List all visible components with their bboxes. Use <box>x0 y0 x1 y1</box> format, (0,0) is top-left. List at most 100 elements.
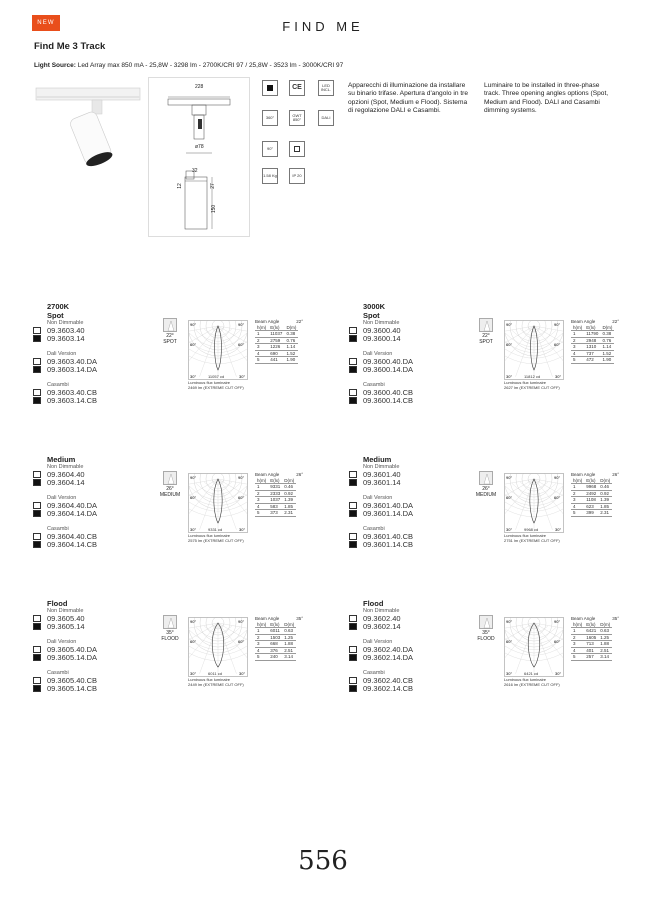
table-cell: 1.14 <box>284 343 299 351</box>
table-cell: 0.46 <box>598 483 613 491</box>
flux-label: Luminous flux luminaire <box>188 380 231 385</box>
section-name: Spot <box>363 311 380 320</box>
header-d: D(m) <box>600 324 615 331</box>
product-code: 09.3600.14.CB <box>363 396 414 406</box>
table-cell: 5 <box>571 509 585 517</box>
white-finish-swatch <box>33 501 41 509</box>
variant-label: Casambi <box>363 382 385 388</box>
cutoff-note: (EXTREME CUT OFF) <box>519 537 560 543</box>
product-code: 09.3601.40 <box>363 469 401 479</box>
polar-diagram: 90°90°60°60°30°30° <box>163 295 273 380</box>
black-finish-swatch <box>349 397 357 405</box>
product-code: 09.3600.40 <box>363 325 401 335</box>
variant-label: Dali Version <box>363 351 393 357</box>
table-cell: 2 <box>255 634 269 641</box>
table-cell: 1605 <box>584 634 599 641</box>
table-cell: 2 <box>571 490 585 497</box>
product-code: 09.3602.14.CB <box>363 684 414 694</box>
svg-text:60°: 60° <box>554 495 560 500</box>
table-cell: 2.51 <box>282 647 297 654</box>
product-code: 09.3604.14.CB <box>47 540 98 550</box>
svg-text:90°: 90° <box>238 475 244 480</box>
product-code-row: 09.3601.40.DA <box>349 501 623 510</box>
ce-mark-icon: CE <box>289 80 305 96</box>
product-code: 09.3603.14.DA <box>47 365 98 375</box>
variant-label: Non Dimmable <box>363 320 400 326</box>
cutoff-note: (EXTREME CUT OFF) <box>203 681 244 687</box>
table-cell: 472 <box>584 356 601 364</box>
table-cell: 0.46 <box>282 483 297 491</box>
beam-type: FLOOD <box>161 636 179 642</box>
table-cell: 3 <box>255 343 269 351</box>
table-cell: 0.76 <box>284 337 299 344</box>
section-name: Spot <box>47 311 64 320</box>
white-finish-swatch <box>349 326 357 334</box>
black-finish-swatch <box>33 685 41 693</box>
table-cell: 373 <box>268 509 283 517</box>
product-code: 09.3604.40.DA <box>47 500 98 510</box>
variant-label: Casambi <box>47 382 69 388</box>
variant-label: Casambi <box>363 526 385 532</box>
beam-angle-value: 26° <box>482 486 490 492</box>
svg-text:90°: 90° <box>554 322 560 327</box>
beam-angle-value: 22° <box>482 333 490 339</box>
white-finish-swatch <box>349 614 357 622</box>
product-code-row: 09.3601.14.CB <box>349 540 623 549</box>
product-code: 09.3604.40.CB <box>47 531 98 541</box>
header-h: h(m) <box>255 324 269 331</box>
table-cell: 4 <box>571 647 585 654</box>
led-included-icon: LED INCL. <box>318 80 334 96</box>
section-name: Medium <box>363 455 392 464</box>
svg-text:30°: 30° <box>506 374 512 379</box>
table-cell: 401 <box>584 647 599 654</box>
weight-icon: 1.58 Kg <box>262 168 278 184</box>
beam-type: SPOT <box>163 339 177 345</box>
variant-label: Non Dimmable <box>363 608 400 614</box>
svg-text:60°: 60° <box>190 495 196 500</box>
table-cell: 1.88 <box>282 640 297 648</box>
product-code: 09.3605.40 <box>47 613 85 623</box>
table-cell: 3 <box>571 343 585 351</box>
white-finish-swatch <box>33 357 41 365</box>
variant-label: Dali Version <box>363 495 393 501</box>
variant-label: Non Dimmable <box>47 464 84 470</box>
white-finish-swatch <box>349 357 357 365</box>
flux-label: Luminous flux luminaire <box>504 380 547 385</box>
page-title: Find Me 3 Track <box>34 41 106 52</box>
rotation-360-icon: 360° <box>262 110 278 126</box>
product-code-row: 09.3605.40.DA <box>33 645 307 654</box>
table-cell: 0.38 <box>600 330 615 338</box>
header-e: E(lx) <box>268 477 283 484</box>
product-code: 09.3605.14.CB <box>47 684 98 694</box>
black-finish-swatch <box>349 335 357 343</box>
light-source-label: Light Source: <box>34 62 76 69</box>
product-code-row: 09.3605.40 <box>33 613 307 623</box>
table-cell: 623 <box>584 503 599 510</box>
product-code: 09.3601.14.DA <box>363 509 414 519</box>
table-cell: 5 <box>571 653 585 661</box>
product-code: 09.3602.40.CB <box>363 675 414 685</box>
table-cell: 1.39 <box>282 496 297 504</box>
polar-diagram: 90°90°60°60°30°30° <box>163 448 273 533</box>
header-d: D(m) <box>284 324 299 331</box>
svg-text:30°: 30° <box>190 374 196 379</box>
svg-text:60°: 60° <box>190 639 196 644</box>
black-finish-swatch <box>33 366 41 374</box>
product-code-row: 09.3601.40.CB <box>349 532 623 541</box>
page-number: 556 <box>298 846 348 876</box>
